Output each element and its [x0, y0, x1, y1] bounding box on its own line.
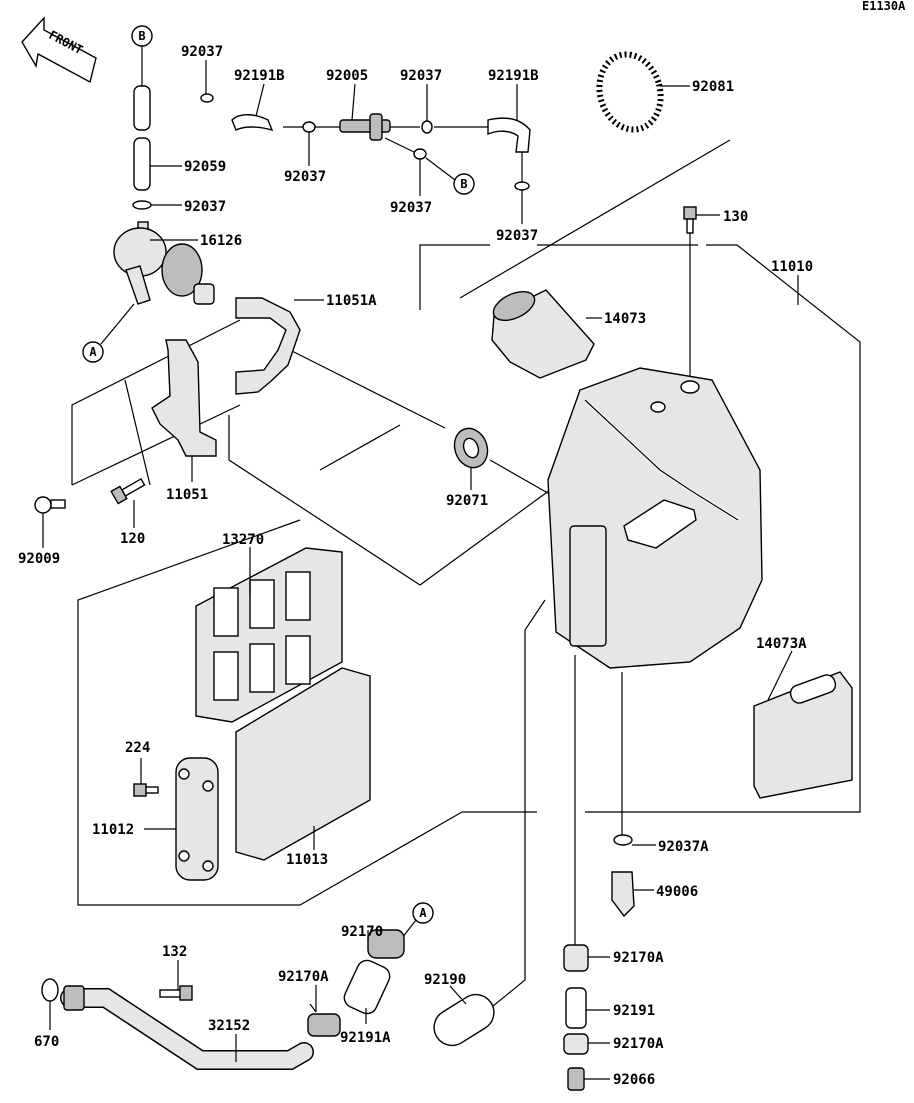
callout-132: 132 — [162, 944, 187, 960]
callout-16126: 16126 — [200, 233, 242, 249]
callout-130: 130 — [723, 209, 748, 225]
hose-92190 — [433, 993, 495, 1047]
hose-92059 — [133, 137, 151, 191]
o-ring-670 — [41, 978, 59, 1002]
filter-element-11013 — [235, 667, 371, 861]
clamp-92037-near-b — [413, 148, 427, 160]
bolt-132 — [159, 985, 193, 1001]
coil-spring-92081 — [596, 51, 664, 133]
bolt-120 — [110, 477, 146, 505]
callout-92009: 92009 — [18, 551, 60, 567]
clamp-92037-mid-left — [132, 200, 152, 210]
grommet-92071 — [453, 427, 489, 469]
air-valve-16126 — [113, 221, 215, 305]
hose-92191 — [565, 987, 587, 1029]
assembly-group-lines — [71, 139, 861, 1016]
callout-92170A: 92170A — [613, 950, 664, 966]
ref-circle-a-bottom: A — [412, 902, 434, 924]
holder-11012 — [175, 757, 219, 881]
clamp-92037-top-left — [200, 93, 214, 103]
callout-92170: 92170 — [341, 924, 383, 940]
callout-13270: 13270 — [222, 532, 264, 548]
ref-circle-a-left: A — [82, 341, 104, 363]
bracket-11051A — [235, 297, 301, 395]
clamp-92037-under-hose — [302, 121, 316, 133]
filter-frame-13270 — [195, 547, 343, 723]
callout-11010: 11010 — [771, 259, 813, 275]
callout-92005: 92005 — [326, 68, 368, 84]
front-arrow: FRONT — [21, 16, 97, 84]
callout-11051A: 11051A — [326, 293, 377, 309]
callout-92059: 92059 — [184, 159, 226, 175]
screen-14073A — [753, 671, 853, 799]
ref-a-label: A — [419, 906, 427, 920]
ref-b-label: B — [138, 29, 145, 43]
callout-92037: 92037 — [400, 68, 442, 84]
bracket-11051 — [151, 339, 217, 457]
diagram-code: E1130A — [862, 0, 906, 13]
bolt-224 — [133, 783, 159, 797]
callout-14073: 14073 — [604, 311, 646, 327]
drain-pipe-32152 — [60, 985, 314, 1070]
ref-circle-b-top: B — [131, 25, 153, 47]
callout-92066: 92066 — [613, 1072, 655, 1088]
hose-short — [133, 85, 151, 131]
ref-a-label: A — [89, 345, 97, 359]
clamp-92170 — [367, 929, 405, 959]
intake-duct-14073 — [491, 289, 595, 379]
callout-49006: 49006 — [656, 884, 698, 900]
hose-92191A — [343, 959, 391, 1015]
callout-92190: 92190 — [424, 972, 466, 988]
leader-lines — [42, 60, 799, 1080]
clamp-92170A-bottom — [563, 1033, 589, 1055]
callout-11013: 11013 — [286, 852, 328, 868]
callout-224: 224 — [125, 740, 150, 756]
callout-92037: 92037 — [496, 228, 538, 244]
callout-120: 120 — [120, 531, 145, 547]
hose-92191B-left — [231, 114, 274, 132]
callout-92170A: 92170A — [613, 1036, 664, 1052]
callout-92170A: 92170A — [278, 969, 329, 985]
callout-14073A: 14073A — [756, 636, 807, 652]
screw-92009 — [34, 496, 66, 514]
callout-92037: 92037 — [181, 44, 223, 60]
drain-cap-49006 — [611, 871, 635, 918]
bolt-130 — [683, 206, 697, 234]
callout-92191B: 92191B — [234, 68, 285, 84]
callout-92191A: 92191A — [340, 1030, 391, 1046]
ref-b-label: B — [460, 177, 467, 191]
callout-11012: 11012 — [92, 822, 134, 838]
clamp-92037A — [613, 834, 633, 846]
clamp-92170A-left — [307, 1013, 341, 1037]
hose-92191B-right — [487, 117, 531, 153]
callouts: 92037 92191B 92005 92037 92191B 92081 92… — [18, 44, 813, 1088]
callout-92037A: 92037A — [658, 839, 709, 855]
clamp-92037-top-mid — [421, 120, 433, 134]
callout-92191B: 92191B — [488, 68, 539, 84]
clamp-92170A-top — [563, 944, 589, 972]
callout-92071: 92071 — [446, 493, 488, 509]
air-cleaner-housing-11010 — [547, 367, 763, 669]
callout-92081: 92081 — [692, 79, 734, 95]
clamp-92037-right — [514, 181, 530, 191]
callout-92191: 92191 — [613, 1003, 655, 1019]
t-joint-92005 — [339, 113, 391, 141]
callout-32152: 32152 — [208, 1018, 250, 1034]
drain-plug-92066 — [567, 1067, 585, 1091]
callout-670: 670 — [34, 1034, 59, 1050]
ref-circle-b-mid: B — [453, 173, 475, 195]
callout-92037: 92037 — [390, 200, 432, 216]
callout-11051: 11051 — [166, 487, 208, 503]
callout-92037: 92037 — [284, 169, 326, 185]
callout-92037: 92037 — [184, 199, 226, 215]
